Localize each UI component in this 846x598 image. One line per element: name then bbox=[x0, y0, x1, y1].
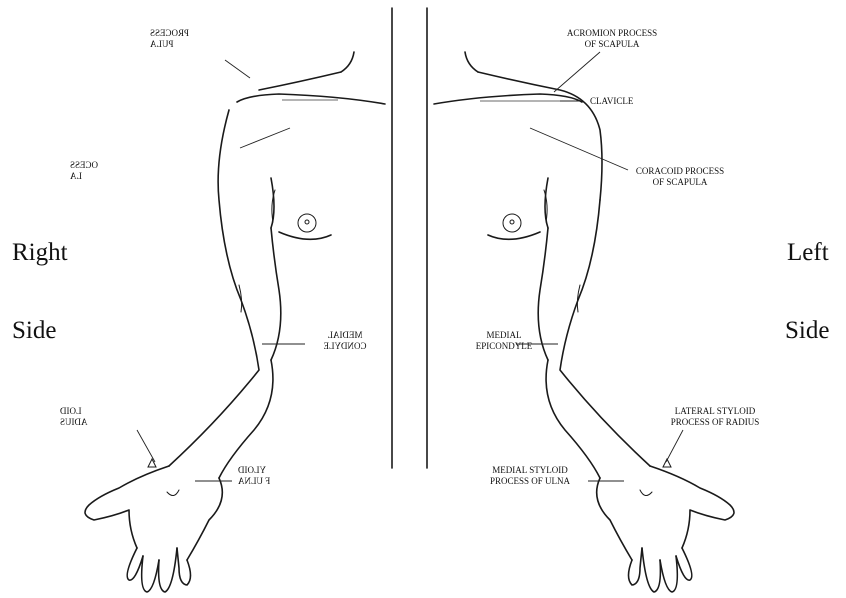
label-medial-styloid: MEDIAL STYLOID PROCESS OF ULNA bbox=[470, 465, 590, 487]
label-clavicle-text: CLAVICLE bbox=[590, 96, 633, 106]
label-lateral-styloid: LATERAL STYLOID PROCESS OF RADIUS bbox=[650, 406, 780, 428]
label-coracoid-process: CORACOID PROCESS OF SCAPULA bbox=[620, 166, 740, 188]
label-acromion-process: ACROMION PROCESS OF SCAPULA bbox=[552, 28, 672, 50]
label-medial-epicondyle-text: MEDIAL EPICONDYLE bbox=[476, 330, 533, 351]
label-mirrored-medial-condyle-text: MEDIAL CONDYLE bbox=[324, 330, 367, 351]
left-side-label-line2: Side bbox=[785, 318, 829, 343]
label-acromion-process-text: ACROMION PROCESS OF SCAPULA bbox=[567, 28, 657, 49]
label-lateral-styloid-text: LATERAL STYLOID PROCESS OF RADIUS bbox=[671, 406, 760, 427]
right-side-label-line2: Side bbox=[12, 318, 56, 343]
center-divider bbox=[392, 8, 427, 468]
label-mirrored-lateral-styloid-text: LOID ADIUS bbox=[60, 406, 88, 427]
right-arm-figure bbox=[85, 52, 385, 592]
label-mirrored-medial-styloid-text: YLOID F ULNA bbox=[238, 465, 270, 486]
label-mirrored-medial-condyle: MEDIAL CONDYLE bbox=[310, 330, 380, 352]
label-mirrored-coracoid-text: OCESS LA bbox=[70, 160, 98, 181]
label-mirrored-medial-styloid: YLOID F ULNA bbox=[238, 465, 288, 487]
label-mirrored-acromion: PROCESS PULA bbox=[150, 28, 200, 50]
label-coracoid-process-text: CORACOID PROCESS OF SCAPULA bbox=[636, 166, 724, 187]
left-side-label-line1: Left bbox=[787, 240, 829, 265]
label-medial-epicondyle: MEDIAL EPICONDYLE bbox=[464, 330, 544, 352]
left-arm-figure bbox=[434, 52, 734, 592]
right-pointer-lines bbox=[137, 60, 338, 481]
label-mirrored-lateral-styloid: LOID ADIUS bbox=[60, 406, 100, 428]
right-side-label-line1: Right bbox=[12, 240, 68, 265]
label-mirrored-coracoid: OCESS LA bbox=[70, 160, 110, 182]
label-clavicle: CLAVICLE bbox=[590, 96, 633, 107]
label-mirrored-acromion-text: PROCESS PULA bbox=[150, 28, 189, 49]
label-medial-styloid-text: MEDIAL STYLOID PROCESS OF ULNA bbox=[490, 465, 570, 486]
